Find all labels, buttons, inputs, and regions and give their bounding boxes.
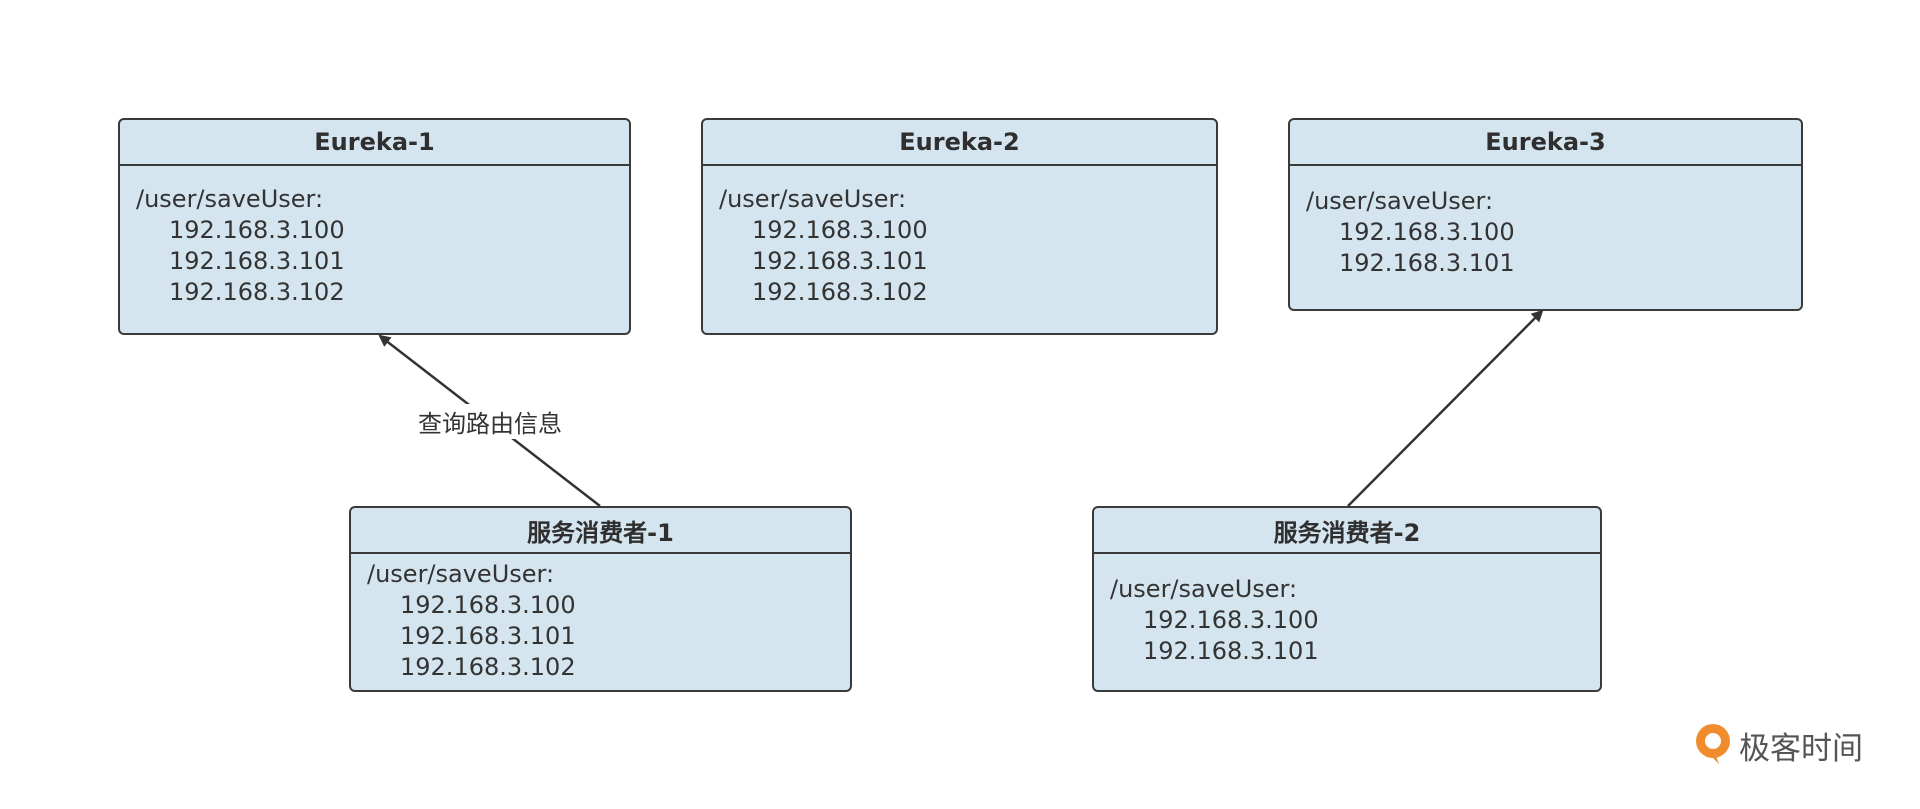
- ip-address: 192.168.3.101: [752, 247, 928, 275]
- service-consumer-2-node: 服务消费者-2 /user/saveUser: 192.168.3.100 19…: [1092, 506, 1602, 692]
- node-title: 服务消费者-1: [351, 508, 850, 554]
- ip-address: 192.168.3.100: [1339, 218, 1515, 246]
- route-path: /user/saveUser:: [1306, 187, 1494, 215]
- ip-address: 192.168.3.100: [169, 216, 345, 244]
- node-body: /user/saveUser: 192.168.3.100 192.168.3.…: [351, 554, 850, 683]
- node-title: Eureka-3: [1290, 120, 1801, 166]
- ip-address: 192.168.3.102: [169, 278, 345, 306]
- route-path: /user/saveUser:: [1110, 575, 1298, 603]
- node-title: Eureka-2: [703, 120, 1216, 166]
- ip-address: 192.168.3.101: [400, 622, 576, 650]
- ip-address: 192.168.3.101: [1339, 249, 1515, 277]
- edge-label-query-route: 查询路由信息: [414, 404, 566, 439]
- ip-address: 192.168.3.102: [400, 653, 576, 681]
- eureka-3-node: Eureka-3 /user/saveUser: 192.168.3.100 1…: [1288, 118, 1803, 311]
- geektime-logo-icon: [1696, 724, 1730, 764]
- route-path: /user/saveUser:: [367, 560, 555, 588]
- route-path: /user/saveUser:: [136, 185, 324, 213]
- node-title: Eureka-1: [120, 120, 629, 166]
- node-title: 服务消费者-2: [1094, 508, 1600, 554]
- node-body: /user/saveUser: 192.168.3.100 192.168.3.…: [1290, 166, 1801, 279]
- ip-address: 192.168.3.100: [1143, 606, 1319, 634]
- route-path: /user/saveUser:: [719, 185, 907, 213]
- service-consumer-1-node: 服务消费者-1 /user/saveUser: 192.168.3.100 19…: [349, 506, 852, 692]
- eureka-1-node: Eureka-1 /user/saveUser: 192.168.3.100 1…: [118, 118, 631, 335]
- ip-address: 192.168.3.101: [1143, 637, 1319, 665]
- eureka-2-node: Eureka-2 /user/saveUser: 192.168.3.100 1…: [701, 118, 1218, 335]
- geektime-logo: 极客时间: [1693, 722, 1863, 768]
- edge-consumer2-to-eureka3: [1347, 309, 1544, 507]
- watermark-text: 极客时间: [1739, 730, 1863, 767]
- node-body: /user/saveUser: 192.168.3.100 192.168.3.…: [120, 166, 629, 308]
- ip-address: 192.168.3.101: [169, 247, 345, 275]
- ip-address: 192.168.3.102: [752, 278, 928, 306]
- ip-address: 192.168.3.100: [752, 216, 928, 244]
- ip-address: 192.168.3.100: [400, 591, 576, 619]
- node-body: /user/saveUser: 192.168.3.100 192.168.3.…: [1094, 554, 1600, 667]
- node-body: /user/saveUser: 192.168.3.100 192.168.3.…: [703, 166, 1216, 308]
